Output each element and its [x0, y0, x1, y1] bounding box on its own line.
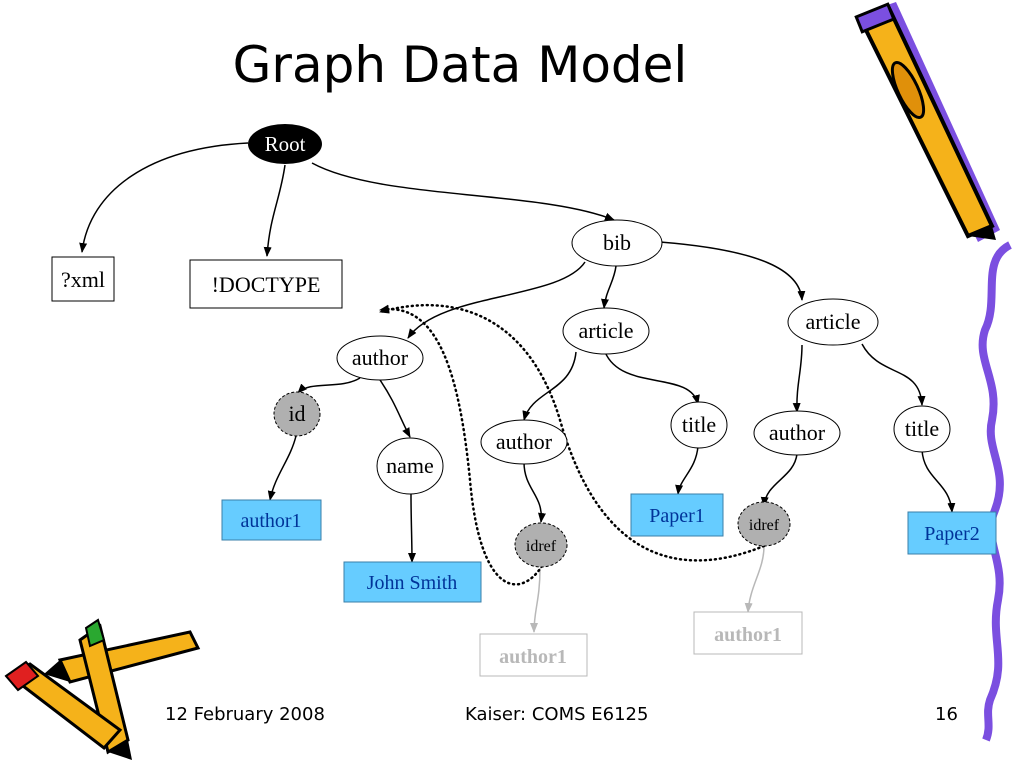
edge-article-author [522, 351, 577, 421]
value-paper2: Paper2 [907, 511, 997, 555]
svg-text:title: title [905, 416, 939, 441]
edge-name-johnsmith [407, 493, 416, 563]
edge-idref-author1-mid [530, 567, 541, 633]
svg-text:?xml: ?xml [61, 267, 105, 292]
edge-author2-idref [760, 453, 798, 507]
footer-date: 12 February 2008 [165, 704, 325, 725]
node-name: name [376, 437, 444, 495]
node-id: id [273, 391, 321, 437]
svg-text:author: author [496, 429, 553, 454]
node-article-right: article [787, 298, 879, 346]
edge-root-doctype [263, 164, 286, 257]
edge-article2-author [792, 344, 803, 413]
svg-text:author1: author1 [240, 510, 301, 532]
svg-text:author1: author1 [714, 624, 782, 646]
node-title-mid: title [670, 401, 728, 449]
edge-title2-paper2 [921, 449, 956, 513]
value-author1: author1 [221, 499, 322, 541]
edge-idref-author1-right [744, 545, 765, 613]
edge-bib-author [407, 261, 586, 339]
node-author-right: author [753, 410, 841, 456]
node-root: Root [248, 124, 322, 164]
node-article-mid: article [562, 307, 650, 355]
footer-page-number: 16 [935, 704, 958, 725]
slide-title: Graph Data Model [232, 36, 688, 94]
svg-text:Paper2: Paper2 [924, 523, 980, 545]
svg-text:idref: idref [749, 517, 780, 534]
edge-bib-article-right [659, 241, 806, 301]
svg-text:title: title [682, 412, 716, 437]
svg-text:idref: idref [526, 538, 557, 555]
node-bib: bib [571, 219, 663, 267]
svg-text:Root: Root [265, 132, 306, 156]
svg-text:author: author [352, 345, 409, 370]
value-john-smith: John Smith [343, 561, 482, 603]
svg-text:article: article [579, 318, 634, 343]
footer-course: Kaiser: COMS E6125 [465, 704, 649, 725]
edges [79, 142, 956, 563]
node-author-mid: author [480, 419, 568, 465]
edge-author-id [297, 377, 361, 394]
pencil-icon [854, 2, 1000, 242]
edge-article-title [604, 351, 700, 405]
svg-text:author1: author1 [499, 646, 567, 668]
edge-root-xml [79, 142, 249, 253]
node-author-top: author [336, 335, 424, 381]
edge-article2-title [861, 343, 926, 406]
ref-author1-right: author1 [693, 611, 803, 655]
value-paper1: Paper1 [630, 493, 724, 537]
idref-links [378, 304, 766, 586]
svg-text:article: article [806, 309, 861, 334]
idref-link-right [378, 304, 766, 562]
edge-author-name [379, 379, 411, 438]
node-idref-mid: idref [514, 522, 568, 568]
node-idref-right: idref [737, 501, 791, 547]
node-title-right: title [893, 405, 951, 453]
svg-text:name: name [386, 453, 434, 478]
svg-text:Paper1: Paper1 [649, 505, 705, 527]
svg-text:author: author [769, 420, 826, 445]
faded-edges [530, 545, 765, 633]
node-doctype: !DOCTYPE [189, 259, 343, 309]
idref-link-mid [378, 304, 544, 586]
edge-author-idref [523, 461, 546, 523]
svg-text:!DOCTYPE: !DOCTYPE [212, 272, 321, 297]
crossed-pencils-icon [4, 618, 201, 760]
svg-text:John Smith: John Smith [367, 572, 458, 594]
edge-root-bib [311, 162, 615, 221]
edge-title-paper1 [675, 445, 699, 495]
wavy-line-decoration [978, 241, 1013, 742]
ref-author1-mid: author1 [479, 633, 588, 677]
edge-id-author1 [267, 435, 297, 501]
svg-text:id: id [288, 401, 305, 426]
node-xml: ?xml [51, 256, 115, 302]
svg-text:bib: bib [603, 230, 631, 255]
edge-bib-article-mid [601, 265, 617, 309]
